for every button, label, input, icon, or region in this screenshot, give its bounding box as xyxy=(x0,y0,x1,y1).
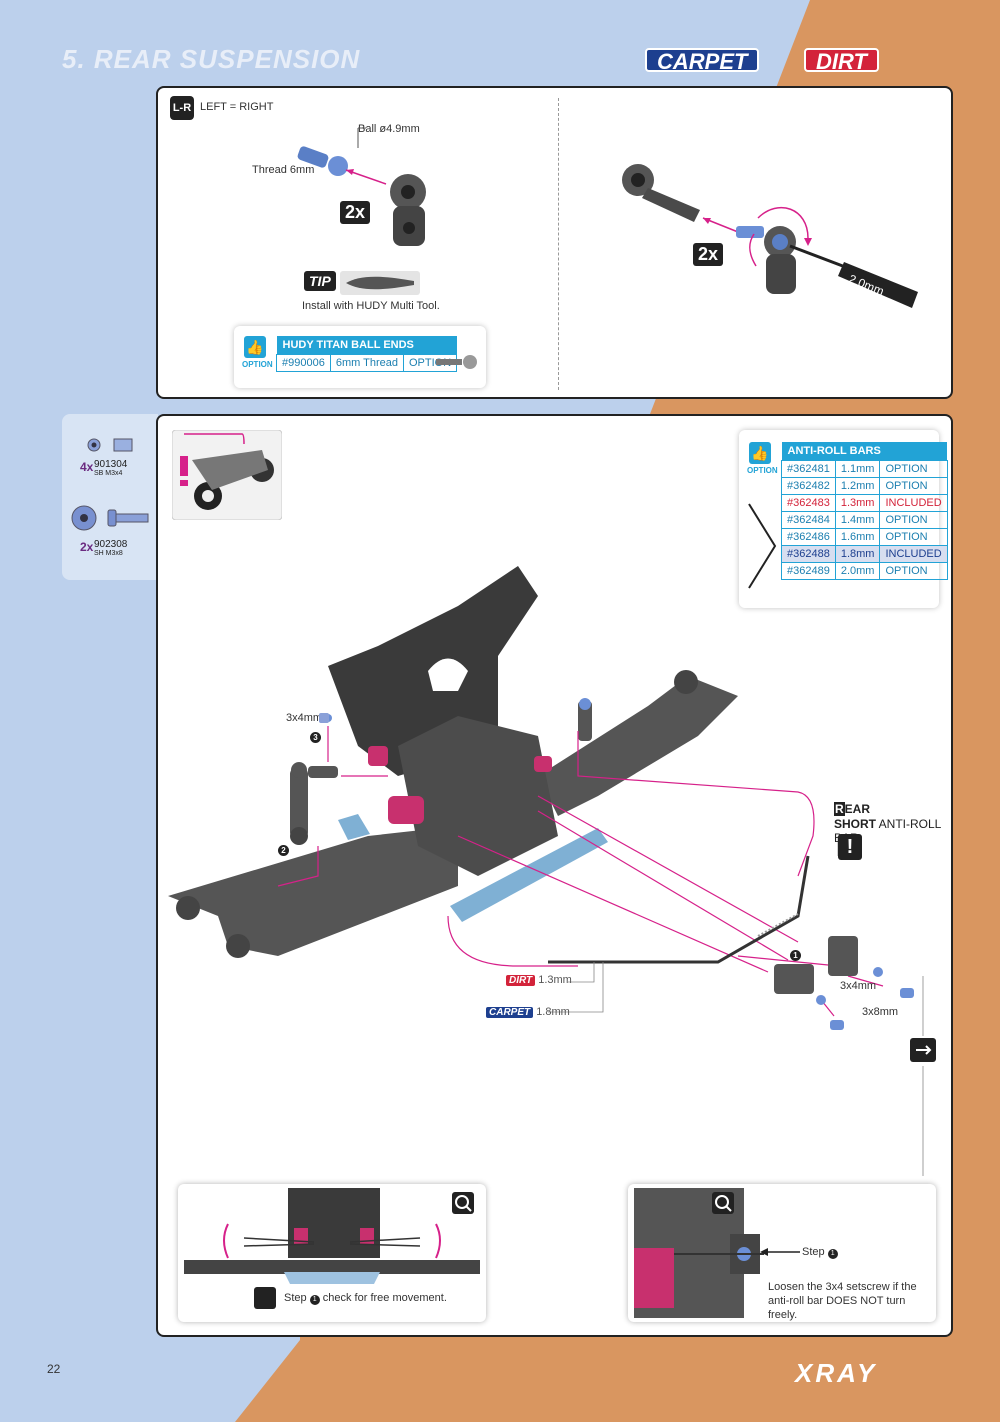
setscrew-note: Loosen the 3x4 setscrew if the anti-roll… xyxy=(768,1281,917,1321)
part-desc: 6mm Thread xyxy=(329,354,404,372)
ball-ends-header: HUDY TITAN BALL ENDS xyxy=(276,336,457,355)
dirt-badge: DIRT xyxy=(804,48,879,74)
step-3-marker: 3 xyxy=(310,732,321,743)
table-row: #990006 6mm Thread OPTION xyxy=(276,354,458,372)
step-1-pointer: Step 1 xyxy=(802,1246,838,1259)
magnifier-icon xyxy=(455,1195,472,1212)
zoom-icon xyxy=(452,1192,474,1214)
rod-end-link xyxy=(622,164,700,222)
ball-size-label: Ball ø4.9mm xyxy=(358,123,420,135)
option-label: OPTION xyxy=(747,466,778,475)
hardware-part: 901304 SB M3x4 xyxy=(94,459,128,478)
tip-label: TIP xyxy=(309,273,331,289)
cap-screw-icon xyxy=(71,505,149,531)
free-movement-note: Step 1 check for free movement. xyxy=(284,1292,447,1305)
rear-suspension-assembly-drawing xyxy=(168,566,924,1176)
free-movement-icon xyxy=(910,1038,936,1062)
setscrew-size-label: 3x4mm xyxy=(286,712,323,724)
ball-end-assembly-drawing xyxy=(297,127,426,246)
mount-screws xyxy=(816,967,914,1030)
ball-cup-right xyxy=(764,226,796,294)
setscrew-detail-drawing xyxy=(634,1188,764,1318)
car-location-thumbnail xyxy=(172,430,282,520)
ball-stud-right xyxy=(736,226,764,238)
ball-ends-table: HUDY TITAN BALL ENDS #990006 6mm Thread … xyxy=(276,336,458,372)
anti-roll-bar-shape xyxy=(748,503,777,589)
left-right-icon: L-R xyxy=(170,96,194,120)
setscrew-icon xyxy=(87,438,133,452)
top-step-panel: L-R LEFT = RIGHT Ball ø4.9mm Thread 6mm … xyxy=(156,86,953,399)
quantity-2x-right: 2x xyxy=(693,243,724,266)
hardware-sidebar: 4x 901304 SB M3x4 2x 902308 SH M3x8 xyxy=(62,414,158,580)
magnifier-icon xyxy=(715,1195,732,1212)
option-label: OPTION xyxy=(242,360,273,369)
gearbox xyxy=(368,716,558,876)
zoom-icon xyxy=(712,1192,734,1214)
bar-free-movement-drawing xyxy=(184,1188,480,1284)
step-1-marker: 1 xyxy=(790,950,801,961)
arm-holder xyxy=(338,814,608,922)
warning-icon: ! xyxy=(838,834,862,860)
option-ball-ends-box: 👍 OPTION HUDY TITAN BALL ENDS #990006 6m… xyxy=(234,326,486,388)
part-number: #990006 xyxy=(276,354,331,372)
assembly-guide-lines xyxy=(277,726,884,1017)
right-suspension-arm xyxy=(538,670,738,816)
carpet-badge: CARPET xyxy=(645,48,760,74)
anti-roll-header: ANTI-ROLL BARS xyxy=(781,442,948,461)
quantity-2x-left: 2x xyxy=(340,201,371,224)
ball-cup xyxy=(390,174,426,246)
detail-setscrew-box: Step 1 Loosen the 3x4 setscrew if the an… xyxy=(628,1184,936,1322)
step-2-marker: 2 xyxy=(278,845,289,856)
ball-stud xyxy=(297,146,348,176)
lr-label: LEFT = RIGHT xyxy=(200,101,274,113)
multi-tool-icon xyxy=(340,271,420,295)
ball-stud-icon xyxy=(436,355,477,369)
page-number: 22 xyxy=(47,1362,61,1376)
pointer-arrow xyxy=(760,1248,800,1256)
option-thumb-icon: 👍 xyxy=(244,336,266,358)
carpet-size-tag: CARPET 1.8mm xyxy=(486,1006,570,1018)
setscrew-part xyxy=(319,713,329,723)
rod-end-screwing-drawing xyxy=(622,164,918,308)
detail-free-movement-box: Step 1 check for free movement. xyxy=(178,1184,486,1322)
panel-divider xyxy=(558,98,559,390)
tip-text: Install with HUDY Multi Tool. xyxy=(302,300,440,312)
section-title: 5. REAR SUSPENSION xyxy=(62,44,361,74)
hardware-qty: 4x xyxy=(80,460,94,474)
free-movement-small-icon xyxy=(254,1287,276,1309)
hardware-part: 902308 SH M3x8 xyxy=(94,539,128,558)
rear-label: REAR xyxy=(834,802,871,816)
anti-roll-bar xyxy=(548,855,810,964)
thread-label: Thread 6mm xyxy=(252,164,315,176)
tip-badge: TIP xyxy=(304,271,336,291)
hardware-qty: 2x xyxy=(80,540,94,554)
anti-roll-bar-mount xyxy=(774,936,858,994)
option-thumb-icon: 👍 xyxy=(749,442,771,464)
rotate-check-icon xyxy=(916,1045,932,1055)
camber-link xyxy=(290,714,338,845)
screw-3x4-label: 3x4mm xyxy=(840,980,877,992)
dirt-size-tag: DIRT 1.3mm xyxy=(506,974,572,986)
screw-3x8-label: 3x8mm xyxy=(862,1006,899,1018)
left-suspension-arm xyxy=(168,826,458,958)
xray-logo: XRAY xyxy=(795,1358,878,1388)
